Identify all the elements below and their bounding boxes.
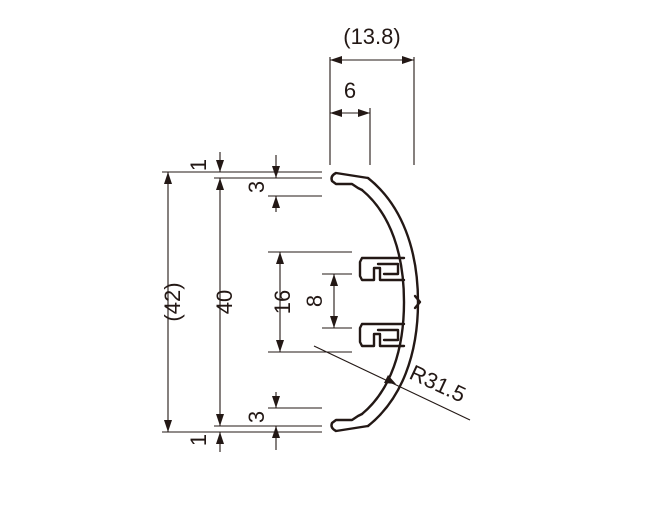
dim-slot-outer: 16	[270, 252, 295, 352]
bottom-lip	[330, 412, 370, 433]
top-lip	[330, 171, 370, 192]
dim-top-lip-height: 3	[244, 155, 280, 212]
dim-overall-depth: (13.8)	[330, 24, 414, 64]
dim-radius: R31.5	[313, 345, 471, 421]
lower-slot-comb	[358, 322, 406, 348]
dim-inner-height: 40	[212, 178, 237, 426]
overall-depth-label: (13.8)	[343, 24, 400, 49]
slot-outer-label: 16	[270, 290, 295, 314]
upper-slot-comb-bar	[376, 262, 400, 276]
dim-top-lip-gap: 1	[186, 152, 224, 172]
bottom-lip-gap-label: 1	[186, 434, 211, 446]
outer-arc-bump	[413, 294, 422, 310]
slot-inner-label: 8	[302, 295, 327, 307]
top-lip-gap-label: 1	[186, 159, 211, 171]
flange-depth-label: 6	[344, 78, 356, 103]
outer-arc	[366, 176, 420, 428]
profile-outline	[330, 171, 422, 433]
dim-bottom-lip-gap: 1	[186, 432, 224, 452]
extension-lines	[162, 57, 415, 433]
inner-height-label: 40	[212, 290, 237, 314]
lower-slot-comb-bar	[376, 328, 400, 342]
overall-height-label: (42)	[160, 282, 185, 321]
inner-arc	[360, 188, 406, 416]
top-lip-height-label: 3	[244, 181, 269, 193]
radius-label: R31.5	[406, 360, 470, 407]
dim-slot-inner: 8	[302, 274, 338, 328]
dim-bottom-lip-height: 3	[244, 392, 280, 450]
dim-overall-height: (42)	[160, 172, 185, 432]
upper-slot-comb	[358, 256, 406, 282]
bottom-lip-height-label: 3	[244, 411, 269, 423]
dim-flange-depth: 6	[330, 78, 370, 117]
